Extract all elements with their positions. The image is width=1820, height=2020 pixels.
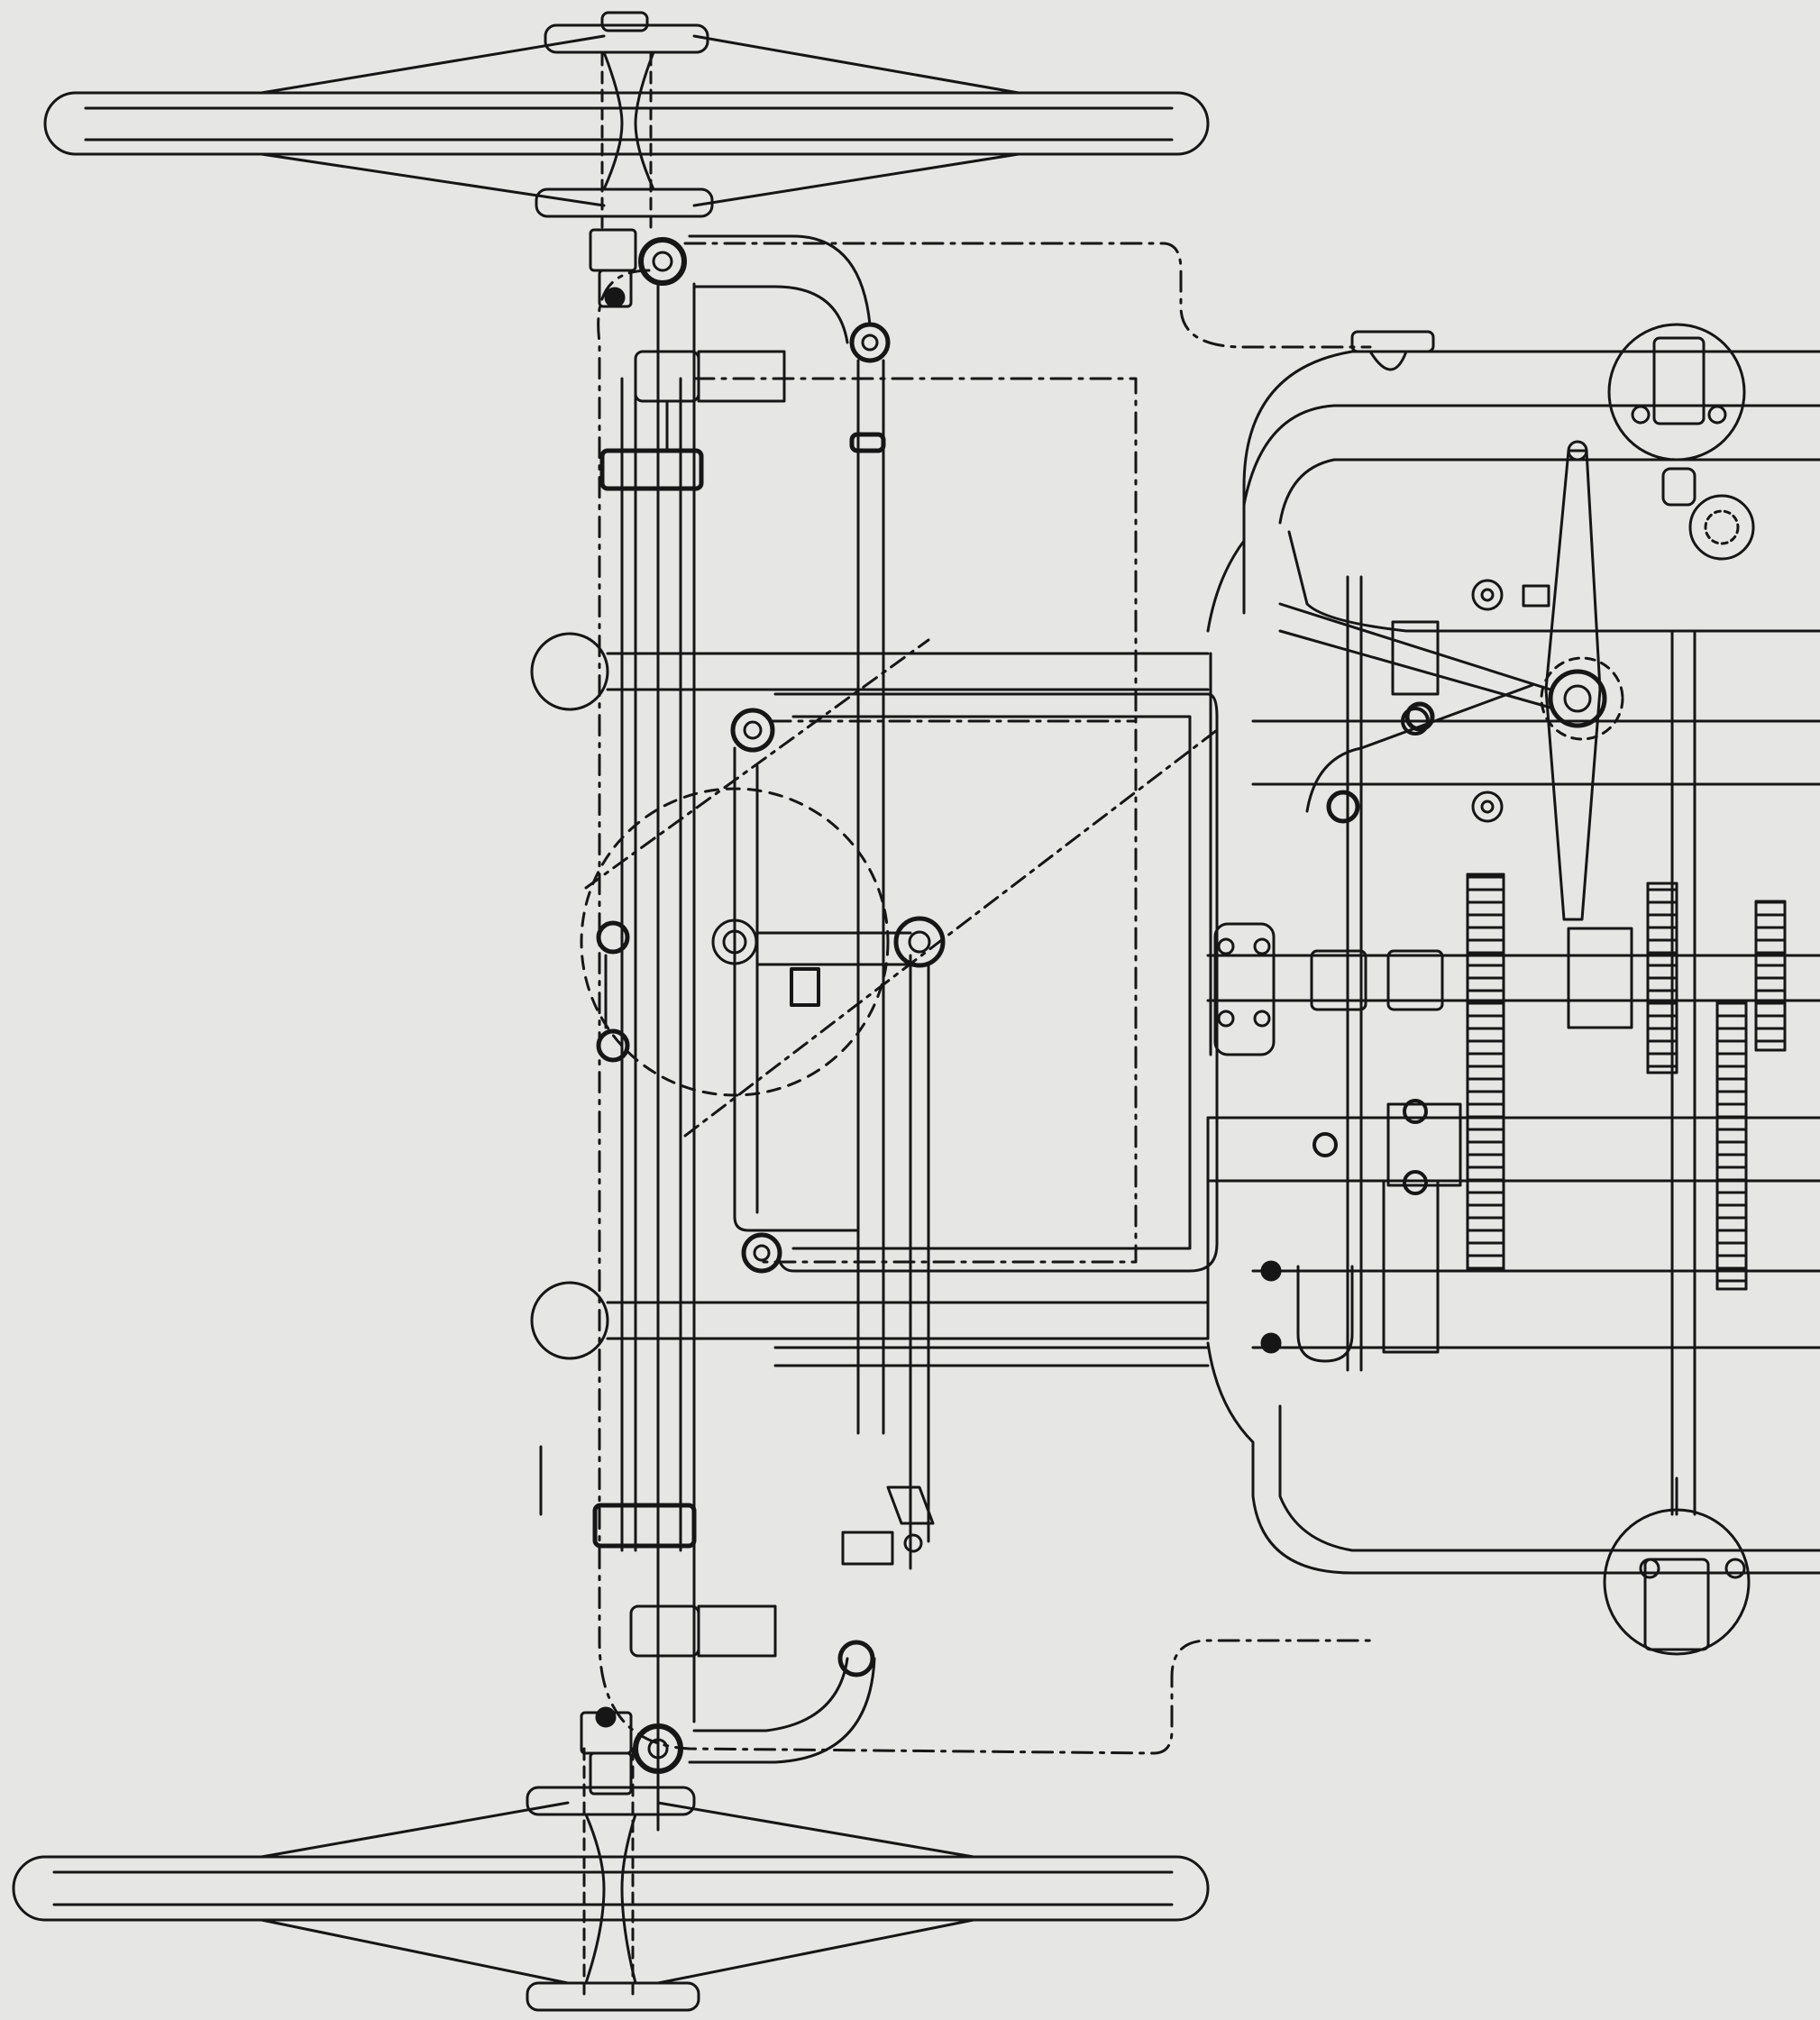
steering-linkage (580, 234, 1219, 1764)
chassis-frame-outline (597, 242, 1372, 1755)
frame-rails (1206, 330, 1820, 1575)
front-wheel-bottom (12, 1747, 1210, 2012)
gear-train (1466, 629, 1787, 1516)
rear-hub-top (1607, 323, 1755, 561)
rear-hub-bottom (1603, 1476, 1751, 1656)
shift-lever (1278, 440, 1624, 921)
cross-rails (539, 1346, 1210, 1516)
front-wheel-top (43, 11, 1210, 236)
front-axle (530, 228, 1210, 1832)
engine-bearer (773, 652, 1276, 1340)
